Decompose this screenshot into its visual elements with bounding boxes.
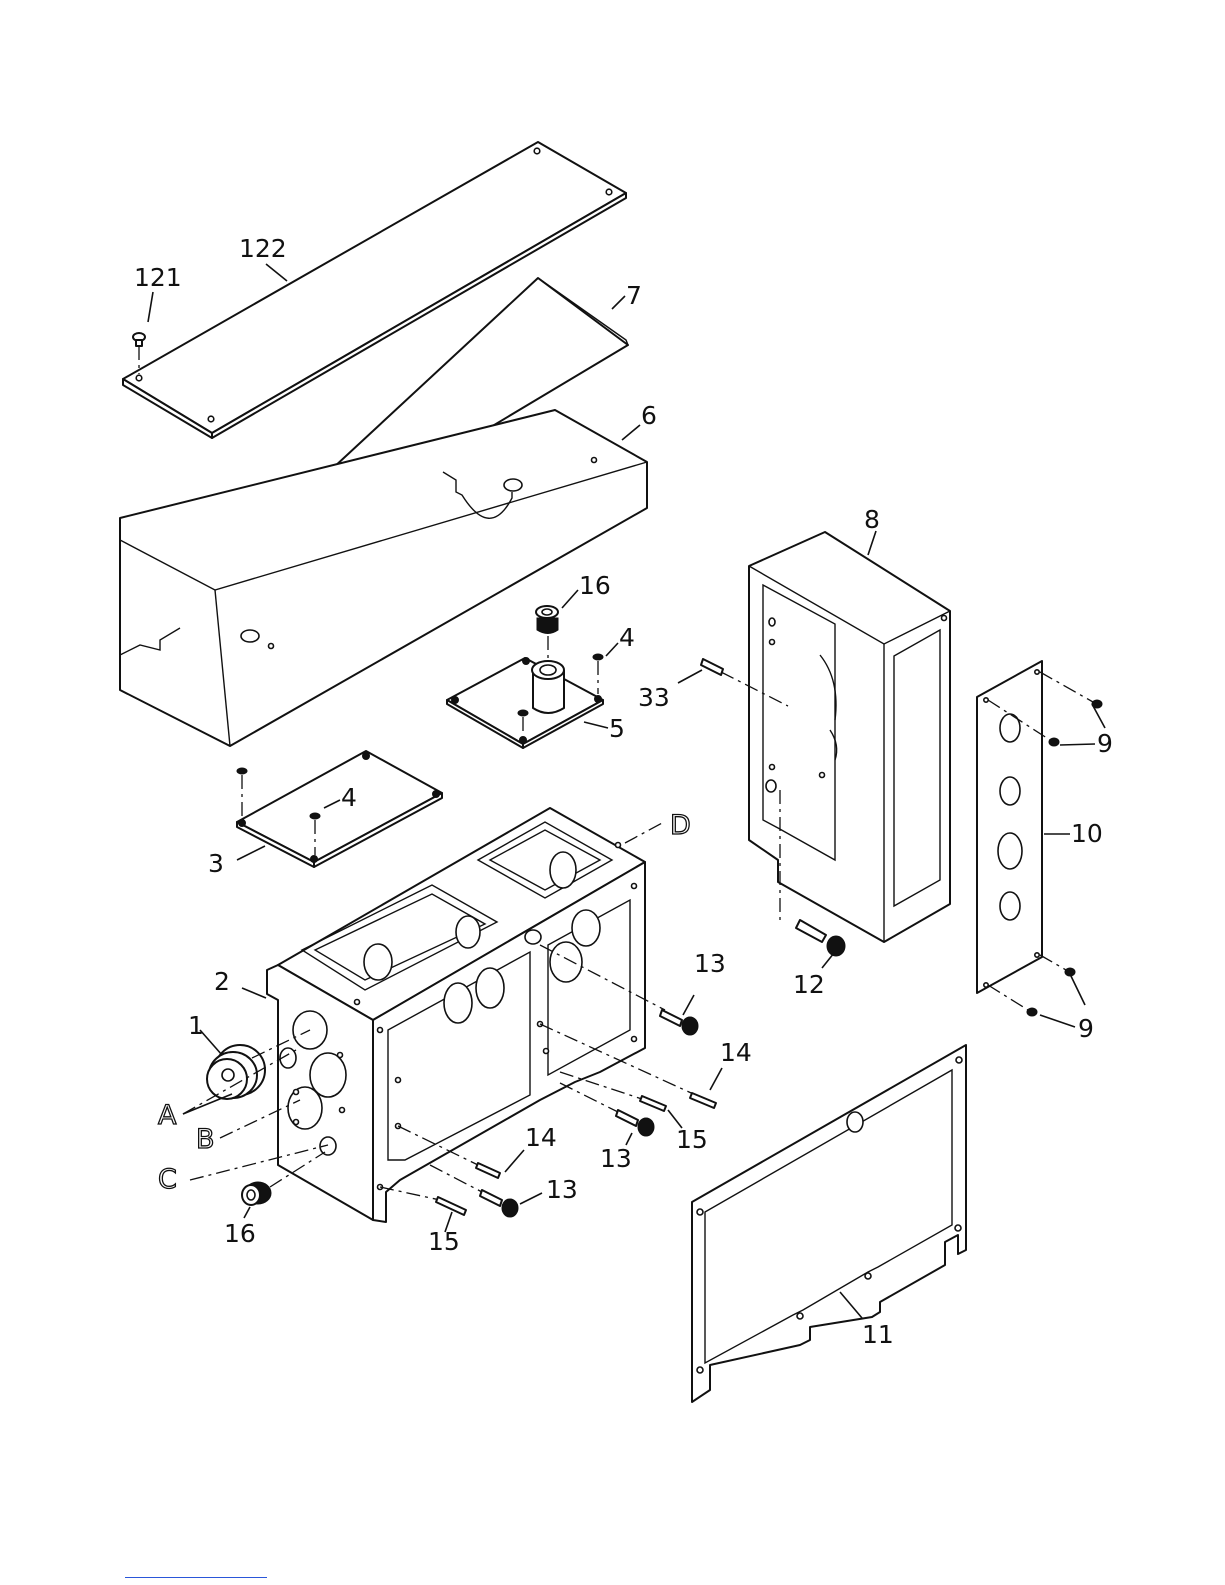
callout-4-top: 4 (619, 623, 635, 652)
part-16-top-plug (536, 606, 558, 660)
footer-link-underline[interactable] (125, 1577, 267, 1578)
callout-14-right: 14 (720, 1038, 752, 1067)
part-12-cap-screw (796, 920, 845, 956)
part-3-cover-plate (237, 751, 442, 867)
callout-12: 12 (793, 970, 825, 999)
callout-121: 121 (134, 263, 182, 292)
part-5-mounting-plate (447, 658, 603, 749)
callout-16-bottom: 16 (224, 1219, 256, 1248)
callout-7: 7 (626, 281, 642, 310)
callout-2: 2 (214, 967, 230, 996)
callout-letter-c: C (158, 1164, 177, 1195)
callout-3: 3 (208, 849, 224, 878)
part-11-gasket (692, 1045, 966, 1402)
callout-10: 10 (1071, 819, 1103, 848)
callout-6: 6 (641, 401, 657, 430)
callout-letter-a: A (158, 1100, 177, 1131)
callout-13-right: 13 (694, 949, 726, 978)
callout-33: 33 (638, 683, 670, 712)
callout-16-top: 16 (579, 571, 611, 600)
callout-9-bottom: 9 (1078, 1014, 1094, 1043)
callout-11: 11 (862, 1320, 894, 1349)
callout-8: 8 (864, 505, 880, 534)
callout-15-low: 15 (428, 1227, 460, 1256)
callout-9-top: 9 (1097, 729, 1113, 758)
callout-5: 5 (609, 714, 625, 743)
callout-122: 122 (239, 234, 287, 263)
callout-letter-b: B (196, 1124, 215, 1155)
callout-15-right: 15 (676, 1125, 708, 1154)
callout-1: 1 (188, 1011, 204, 1040)
part-8-side-housing (749, 532, 950, 942)
callout-13-mid: 13 (600, 1144, 632, 1173)
callout-14-low: 14 (525, 1123, 557, 1152)
callout-4-mid: 4 (341, 783, 357, 812)
callout-letter-d: D (670, 810, 691, 841)
part-2-gearbox-housing (267, 808, 645, 1222)
part-16-bottom-plug (242, 1182, 271, 1205)
callout-13-low: 13 (546, 1175, 578, 1204)
part-10-side-panel (977, 661, 1042, 993)
